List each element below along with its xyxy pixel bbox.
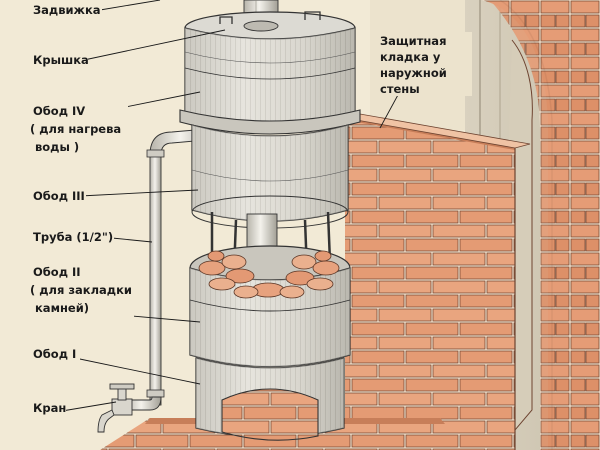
- rim-band-upper: [179, 109, 361, 135]
- stones: [198, 250, 340, 299]
- label-rim-3: Обод III: [33, 189, 85, 203]
- label-rim-1: Обод I: [33, 347, 76, 361]
- label-pipe: Труба (1/2"): [33, 230, 113, 244]
- labels: Задвижка Крышка Обод IV ( для нагрева во…: [28, 0, 472, 416]
- label-wall-line-2: кладка у: [380, 50, 441, 64]
- label-rim-2-note-2: камней): [35, 301, 89, 315]
- label-rim-4-note-1: ( для нагрева: [30, 122, 121, 136]
- tap-faucet: [97, 383, 162, 433]
- label-lid: Крышка: [33, 53, 89, 67]
- label-rim-2: Обод II: [33, 265, 81, 279]
- label-rim-2-note-1: ( для закладки: [30, 283, 132, 297]
- label-wall-line-3: наружной: [380, 66, 447, 80]
- label-valve: Задвижка: [33, 3, 101, 17]
- label-wall-line-1: Защитная: [380, 34, 446, 48]
- rim-3-cylinder: [191, 124, 349, 222]
- protective-brick-wall: [344, 113, 531, 450]
- label-rim-4-note-2: воды ): [35, 140, 79, 154]
- firebox-opening: [221, 388, 319, 441]
- label-tap: Кран: [33, 401, 66, 415]
- label-rim-4: Обод IV: [33, 104, 85, 118]
- label-wall-line-4: стены: [380, 82, 420, 96]
- rim-4-cylinder: [184, 27, 356, 130]
